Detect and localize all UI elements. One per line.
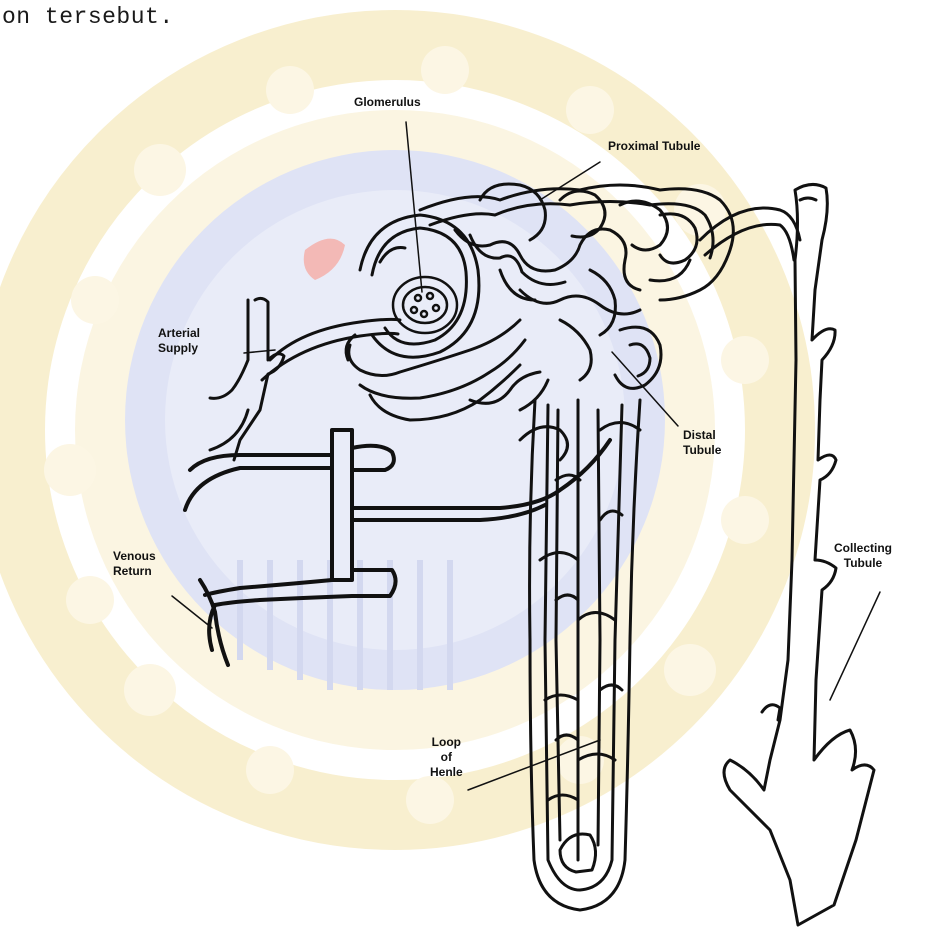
label-arterial-supply-line2: Supply bbox=[158, 341, 200, 356]
label-glomerulus: Glomerulus bbox=[354, 95, 421, 110]
label-loop-of-henle-line2: of bbox=[430, 750, 463, 765]
label-distal-tubule-line1: Distal bbox=[683, 428, 721, 443]
label-proximal-tubule: Proximal Tubule bbox=[608, 139, 700, 154]
label-collecting-tubule-line2: Tubule bbox=[834, 556, 892, 571]
connecting-tubule-shape bbox=[700, 208, 800, 260]
label-loop-of-henle-line1: Loop bbox=[430, 735, 463, 750]
label-venous-return: Venous Return bbox=[113, 549, 156, 579]
arterial-supply-shape bbox=[210, 298, 400, 460]
label-loop-of-henle-line3: Henle bbox=[430, 765, 463, 780]
label-loop-of-henle: Loop of Henle bbox=[430, 735, 463, 780]
label-distal-tubule-line2: Tubule bbox=[683, 443, 721, 458]
label-arterial-supply-line1: Arterial bbox=[158, 326, 200, 341]
label-collecting-tubule-line1: Collecting bbox=[834, 541, 892, 556]
label-venous-return-line2: Return bbox=[113, 564, 156, 579]
label-collecting-tubule: Collecting Tubule bbox=[834, 541, 892, 571]
glomerulus-shape bbox=[393, 277, 457, 333]
label-distal-tubule: Distal Tubule bbox=[683, 428, 721, 458]
label-arterial-supply: Arterial Supply bbox=[158, 326, 200, 356]
label-venous-return-line1: Venous bbox=[113, 549, 156, 564]
